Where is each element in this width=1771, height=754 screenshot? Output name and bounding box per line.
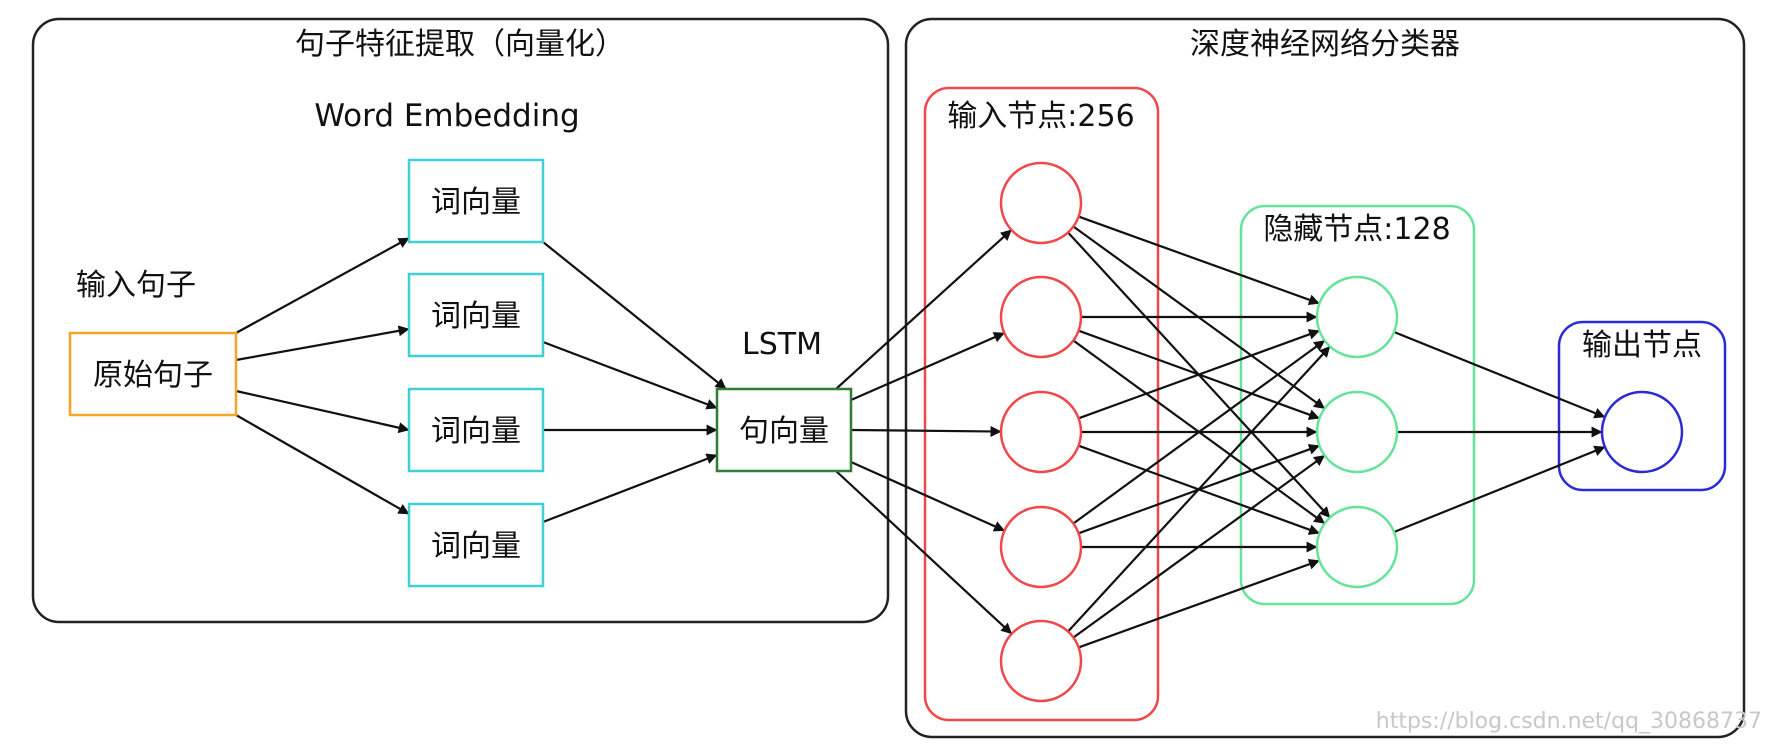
feature-extraction-cluster	[31, 17, 890, 624]
input-layer-frame	[923, 86, 1160, 722]
edge-raw-to-word-vector	[235, 325, 410, 362]
edge-sentence-to-input-node	[835, 470, 1013, 635]
edge-input-to-hidden-node	[1078, 215, 1320, 306]
word-vector-node-3: 词向量	[407, 387, 545, 473]
word-vector-box	[407, 387, 545, 473]
sentence-vector-node: 句向量	[715, 387, 853, 473]
word-vector-text: 词向量	[431, 529, 521, 564]
feature-cluster-title: 句子特征提取（向量化）	[295, 27, 625, 62]
lstm-label: LSTM	[742, 327, 822, 362]
edge-input-to-hidden-node	[1072, 339, 1326, 525]
input-neuron	[999, 505, 1083, 589]
edges	[235, 215, 1606, 649]
input-neuron	[999, 619, 1083, 703]
classifier-cluster-title: 深度神经网络分类器	[1190, 27, 1460, 62]
input-neuron	[999, 275, 1083, 359]
hidden-neuron	[1315, 275, 1399, 359]
output-neuron	[1600, 390, 1684, 474]
edge-hidden-to-output-node	[1393, 330, 1606, 419]
input-layer-label: 输入节点:256	[947, 99, 1134, 134]
classifier-cluster	[904, 17, 1746, 739]
raw-sentence-text: 原始句子	[93, 358, 213, 393]
sentence-vector-text: 句向量	[739, 414, 829, 449]
input-sentence-label: 输入句子	[76, 268, 196, 303]
edge-input-to-hidden-node	[1078, 329, 1320, 420]
edge-sentence-to-input-node	[850, 460, 1005, 532]
raw-sentence-box	[68, 331, 238, 417]
edge-input-to-hidden-node	[1072, 454, 1326, 639]
edge-input-to-hidden-node	[1067, 345, 1331, 633]
output-layer-frame	[1557, 320, 1727, 492]
word-vector-node-4: 词向量	[407, 502, 545, 588]
edge-raw-to-word-vector	[235, 237, 410, 334]
sentence-vector-box	[715, 387, 853, 473]
hidden-layer-frame	[1239, 204, 1476, 606]
word-vector-box	[407, 272, 545, 358]
word-vector-node-2: 词向量	[407, 272, 545, 358]
raw-sentence-node: 原始句子	[68, 331, 238, 417]
word-embedding-label: Word Embedding	[314, 98, 579, 134]
word-vector-text: 词向量	[431, 185, 521, 220]
hidden-neuron	[1315, 390, 1399, 474]
input-neuron	[999, 161, 1083, 245]
edge-input-to-hidden-node	[1078, 558, 1320, 649]
hidden-layer-label: 隐藏节点:128	[1263, 212, 1450, 247]
edge-sentence-to-input-node	[835, 229, 1013, 390]
edge-sentence-to-input-node	[850, 425, 1002, 437]
edge-raw-to-word-vector	[235, 414, 410, 515]
word-vector-text: 词向量	[431, 414, 521, 449]
output-layer-label: 输出节点	[1582, 328, 1702, 363]
word-vector-box	[407, 158, 545, 244]
edge-word-vector-to-sentence-vector	[542, 340, 718, 410]
word-vector-node-1: 词向量	[407, 158, 545, 244]
edge-raw-to-word-vector	[235, 389, 410, 434]
input-neuron	[999, 390, 1083, 474]
word-vector-text: 词向量	[431, 299, 521, 334]
edge-sentence-to-input-node	[850, 332, 1005, 402]
word-vector-box	[407, 502, 545, 588]
edge-word-vector-to-sentence-vector	[542, 453, 718, 524]
edge-word-vector-to-sentence-vector	[542, 241, 727, 390]
hidden-neuron	[1315, 505, 1399, 589]
edge-hidden-to-output-node	[1393, 445, 1606, 534]
neurons	[999, 161, 1684, 703]
watermark: https://blog.csdn.net/qq_30868737	[1376, 709, 1762, 734]
